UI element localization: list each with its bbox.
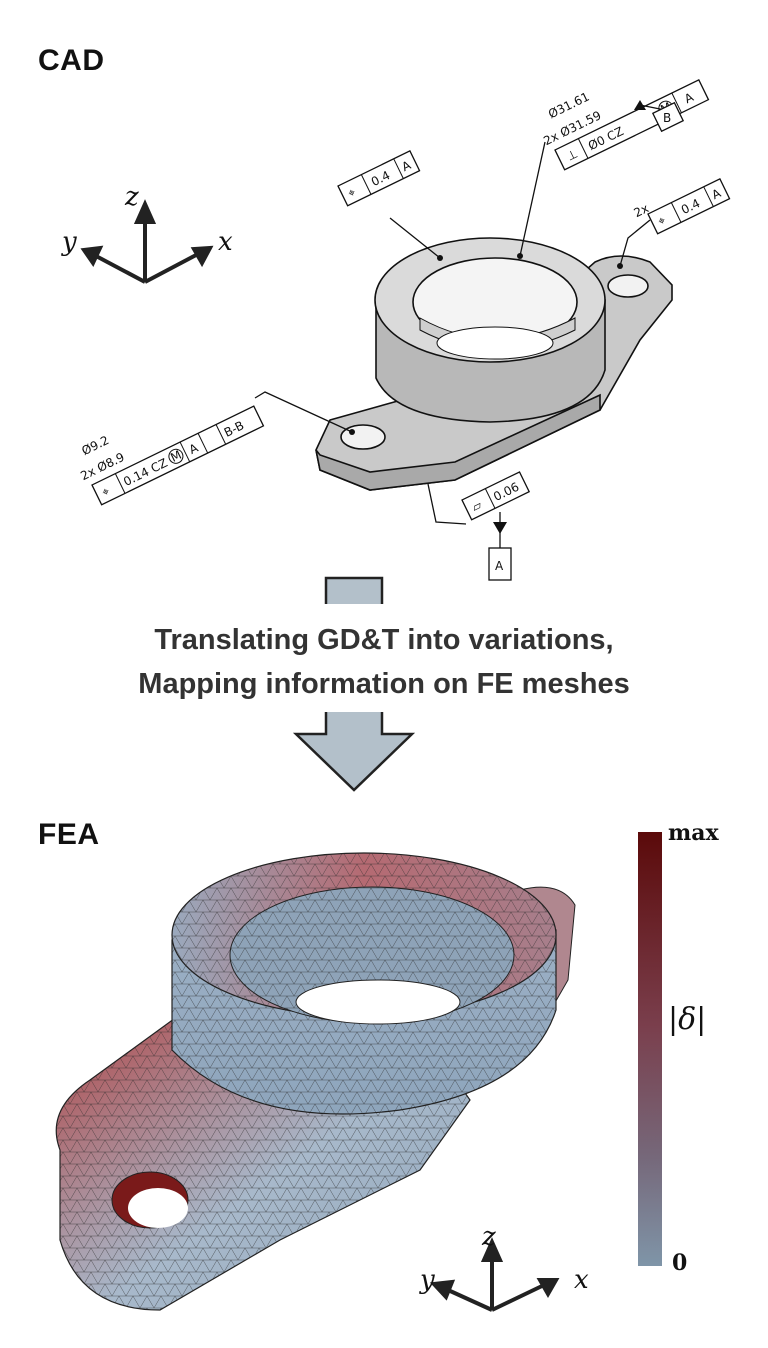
colorbar xyxy=(638,832,662,1266)
fea-axes xyxy=(429,1237,560,1312)
cad-section-title: CAD xyxy=(38,44,105,77)
cad-axes xyxy=(80,199,214,284)
colorbar-min-label: 0 xyxy=(672,1250,688,1276)
fea-section-title: FEA xyxy=(38,818,100,851)
gdt-top-frame: ⊥ Ø0 CZ M A Ø31.61 2x Ø31.59 xyxy=(541,78,710,171)
gdt-right-prefix: 2x xyxy=(632,201,651,220)
gdt-flatness-frame: ▱ 0.06 xyxy=(461,471,531,521)
caption-line-2: Mapping information on FE meshes xyxy=(138,668,630,700)
colorbar-max-label: max xyxy=(668,820,719,846)
flow-arrow xyxy=(292,576,416,792)
colorbar-quantity-label: |δ| xyxy=(668,1002,707,1037)
fea-axis-y-label: y xyxy=(419,1265,435,1295)
gdt-top-datum-label: B xyxy=(663,111,671,125)
caption-line-1: Translating GD&T into variations, xyxy=(154,624,614,656)
gdt-left-frame: ⌖ 0.4 A xyxy=(337,150,421,207)
cad-axis-z-label: z xyxy=(124,182,139,212)
gdt-flatness-datum: A xyxy=(488,547,512,581)
gdt-top-datum: B xyxy=(634,100,685,133)
cad-part xyxy=(315,237,673,491)
gdt-hole-dim1: Ø9.2 xyxy=(79,433,111,458)
cad-axis-y-label: y xyxy=(61,227,77,257)
fea-axis-z-label: z xyxy=(481,1222,496,1252)
cad-axis-x-label: x xyxy=(218,227,233,257)
fea-mesh-part xyxy=(55,852,576,1311)
gdt-hole-frame: ⌖ 0.14 CZ M A B-B Ø9.2 2x Ø8.9 xyxy=(78,405,265,506)
gdt-flatness-datum-label: A xyxy=(495,559,504,573)
gdt-right-frame: ⌖ 0.4 A 2x xyxy=(632,178,731,235)
fea-axis-x-label: x xyxy=(574,1265,589,1295)
